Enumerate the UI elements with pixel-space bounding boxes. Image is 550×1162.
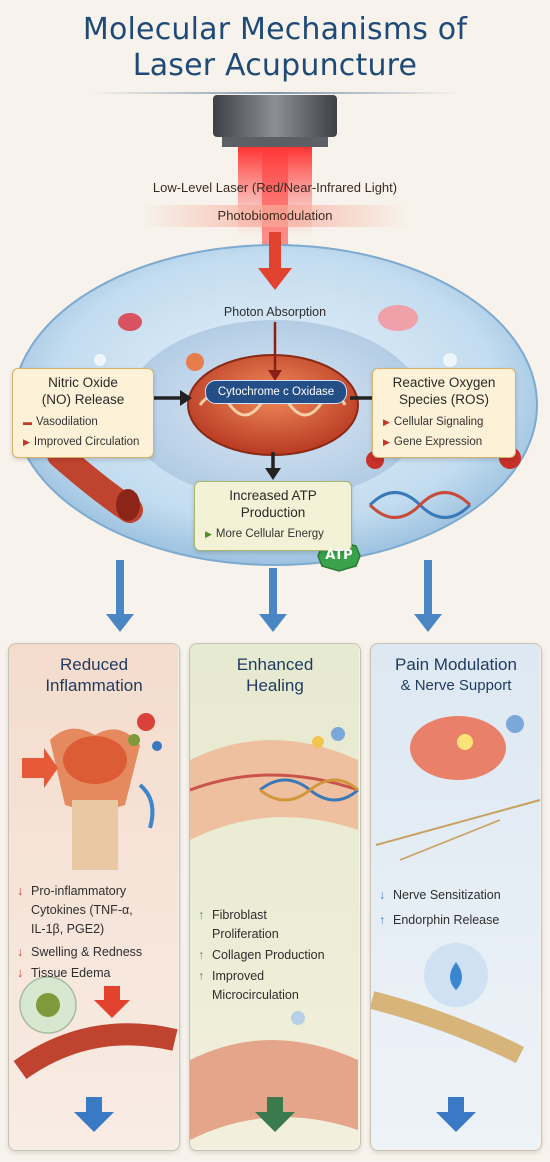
bullet-text: IL-1β, PGE2)	[31, 922, 105, 936]
atp-production-box: Increased ATP Production ▶More Cellular …	[194, 481, 352, 551]
atp-title: Increased ATP Production	[195, 487, 351, 521]
atp-title-line-1: Increased ATP	[229, 488, 317, 503]
bullet-text: Fibroblast	[212, 908, 267, 922]
cytochrome-c-oxidase-label: Cytochrome c Oxidase	[205, 380, 347, 404]
nitric-oxide-title: Nitric Oxide (NO) Release	[13, 374, 153, 408]
panel-title-line-1: Pain Modulation	[395, 655, 517, 674]
bullet-text: Swelling & Redness	[31, 945, 143, 959]
arrow-up-icon: ↑	[198, 908, 205, 922]
nitric-oxide-title-line-1: Nitric Oxide	[48, 375, 118, 390]
bullet-icon: ▶	[205, 529, 212, 539]
nitric-oxide-title-line-2: (NO) Release	[41, 392, 125, 407]
list-item: ▶More Cellular Energy	[195, 524, 351, 544]
ros-title-line-2: Species (ROS)	[398, 392, 490, 407]
bullet-text: Nerve Sensitization	[393, 888, 501, 902]
photon-absorption-label: Photon Absorption	[223, 305, 327, 319]
arrow-up-icon: ↑	[198, 969, 205, 983]
list-item: ↓ Nerve Sensitization	[379, 886, 501, 905]
panel-title: Enhanced Healing	[190, 654, 360, 696]
list-item: ↑ Collagen Production	[198, 946, 325, 965]
photobiomodulation-label: Photobiomodulation	[140, 205, 410, 227]
arrow-down-icon: ↓	[379, 888, 386, 902]
panel-title: Pain Modulation & Nerve Support	[371, 654, 541, 696]
bullet-text: Improved	[212, 969, 265, 983]
panel-title-line-1: Reduced	[59, 655, 129, 674]
bullet-text: Vasodilation	[36, 416, 98, 428]
bullet-icon: ▬	[23, 417, 32, 427]
bullet-icon: ▶	[383, 437, 390, 447]
panel-title-line-2: Healing	[246, 676, 304, 695]
atp-title-line-2: Production	[240, 505, 306, 520]
arrow-down-icon: ↓	[17, 884, 24, 898]
list-item: ↑ Endorphin Release	[379, 911, 501, 930]
bullet-text: Tissue Edema	[31, 966, 111, 980]
list-item: ▶Gene Expression	[373, 432, 515, 452]
title-line-1: Molecular Mechanisms of	[82, 12, 468, 47]
arrow-up-icon: ↑	[198, 948, 205, 962]
arrow-up-icon: ↑	[379, 913, 386, 927]
ros-box: Reactive Oxygen Species (ROS) ▶Cellular …	[372, 368, 516, 458]
list-item: ↓ Tissue Edema	[17, 964, 142, 983]
bullet-text: Improved Circulation	[33, 436, 140, 448]
bullet-text: More Cellular Energy	[215, 528, 324, 540]
bullet-text: Collagen Production	[212, 948, 325, 962]
list-item: ▶Cellular Signaling	[373, 412, 515, 432]
bullet-text: Microcirculation	[212, 988, 299, 1002]
bullet-text: Pro-inflammatory	[31, 884, 127, 898]
bullet-text: Cytokines (TNF-α,	[31, 903, 133, 917]
atp-badge: ATP	[325, 548, 353, 563]
arrow-down-icon: ↓	[17, 966, 24, 980]
laser-label: Low-Level Laser (Red/Near-Infrared Light…	[152, 180, 398, 195]
list-item: ▶Improved Circulation	[13, 432, 153, 452]
ros-title-line-1: Reactive Oxygen	[392, 375, 496, 390]
page-title: Molecular Mechanisms of Laser Acupunctur…	[0, 12, 550, 84]
panel-pain-modulation: Pain Modulation & Nerve Support ↓ Nerve S…	[370, 643, 542, 1151]
panel-title-line-2: Inflammation	[45, 676, 143, 695]
bullet-text: Gene Expression	[393, 436, 483, 448]
nitric-oxide-box: Nitric Oxide (NO) Release ▬Vasodilation …	[12, 368, 154, 458]
bullet-icon: ▶	[23, 437, 30, 447]
panel-bullets: ↓ Nerve Sensitization ↑ Endorphin Release	[379, 886, 501, 930]
bullet-text: Cellular Signaling	[393, 416, 484, 428]
panel-title: Reduced Inflammation	[9, 654, 179, 696]
bullet-text: Proliferation	[212, 927, 279, 941]
title-line-2: Laser Acupuncture	[132, 48, 418, 83]
ros-title: Reactive Oxygen Species (ROS)	[373, 374, 515, 408]
bullet-icon: ▶	[383, 417, 390, 427]
panel-title-line-2: & Nerve Support	[400, 677, 512, 694]
bullet-text: Endorphin Release	[393, 913, 500, 927]
panel-title-line-1: Enhanced	[236, 655, 314, 674]
list-item: ↓ Swelling & Redness	[17, 943, 142, 962]
list-item: ▬ Vasodilation	[13, 412, 153, 432]
arrow-down-icon: ↓	[17, 945, 24, 959]
title-divider	[90, 92, 460, 94]
